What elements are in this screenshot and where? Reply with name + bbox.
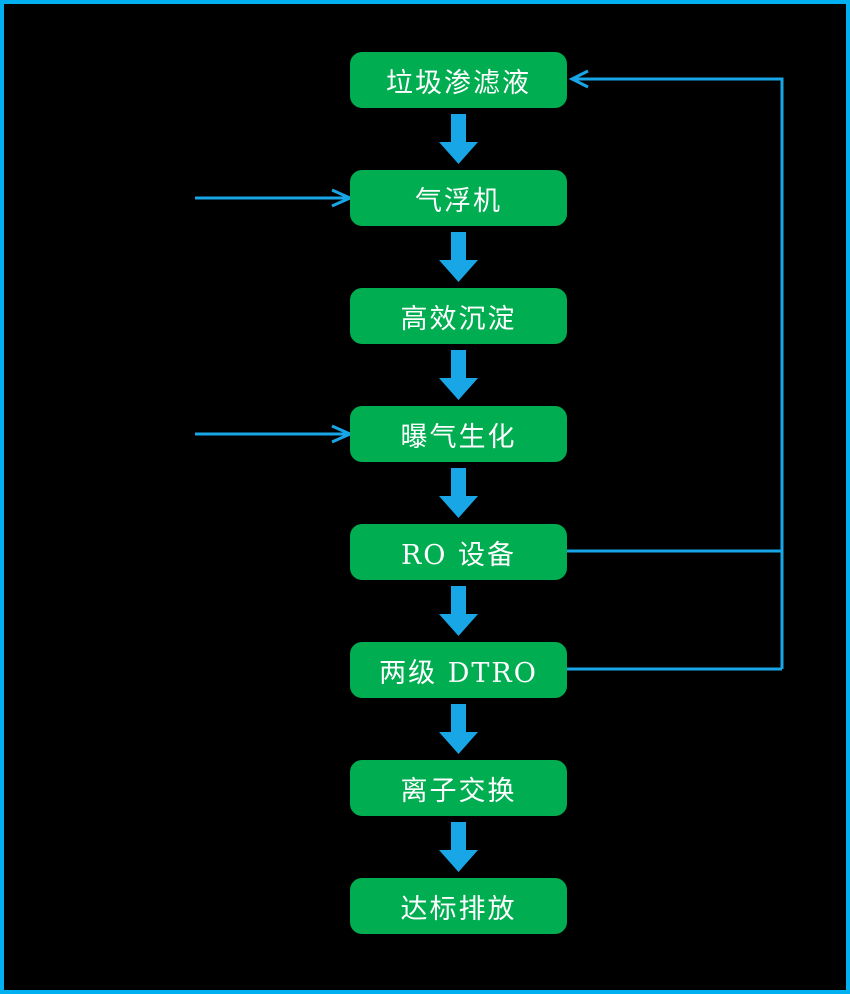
node-two-stage-dtro: 两级 DTRO	[350, 642, 567, 698]
down-arrow-icon	[439, 822, 478, 872]
node-air-flotation: 气浮机	[350, 170, 567, 226]
down-arrow-icon	[439, 586, 478, 636]
node-label: 达标排放	[400, 893, 517, 925]
node-landfill-leachate: 垃圾渗滤液	[350, 52, 567, 108]
node-label: 高效沉淀	[400, 303, 517, 335]
node-ion-exchange: 离子交换	[350, 760, 567, 816]
node-label: 曝气生化	[400, 421, 517, 453]
down-arrow-icon	[439, 350, 478, 400]
node-label: 离子交换	[400, 775, 517, 807]
node-high-efficiency-sedimentation: 高效沉淀	[350, 288, 567, 344]
node-ro-equipment: RO 设备	[350, 524, 567, 580]
down-arrow-icon	[439, 114, 478, 164]
node-standard-discharge: 达标排放	[350, 878, 567, 934]
node-label: 气浮机	[415, 185, 502, 217]
down-arrow-icon	[439, 232, 478, 282]
node-label: RO 设备	[400, 539, 517, 571]
down-arrow-icon	[439, 468, 478, 518]
recycle-return-line	[574, 77, 784, 669]
down-arrow-icon	[439, 704, 478, 754]
node-aeration-biochemical: 曝气生化	[350, 406, 567, 462]
node-label: 两级 DTRO	[379, 657, 538, 689]
left-arrowhead-icon	[568, 69, 589, 89]
node-label: 垃圾渗滤液	[386, 67, 531, 99]
